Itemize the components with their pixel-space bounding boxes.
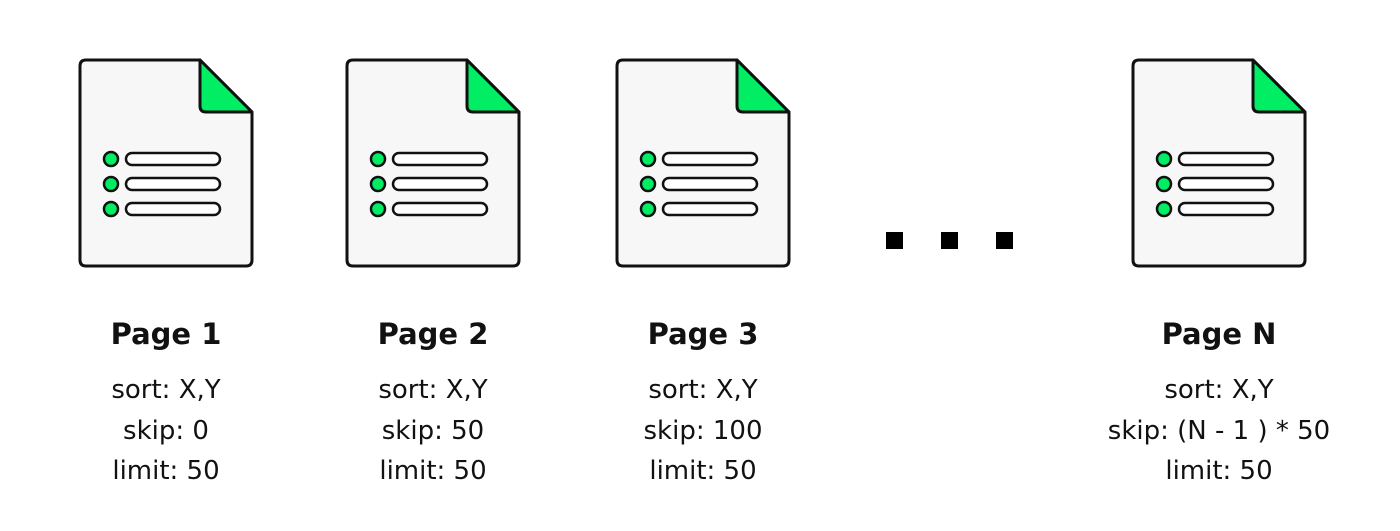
skip-label: skip: 100 (643, 416, 763, 446)
skip-label: skip: 50 (381, 416, 485, 446)
page-title: Page 2 (377, 317, 489, 351)
limit-label: limit: 50 (112, 456, 220, 486)
page-title: Page 1 (110, 317, 222, 351)
document-icon (345, 58, 521, 268)
skip-label: skip: (N - 1 ) * 50 (1107, 416, 1331, 446)
ellipsis-dot (996, 232, 1013, 249)
page-card-n: Page N sort: X,Y skip: (N - 1 ) * 50 lim… (1069, 0, 1369, 531)
page-title: Page N (1161, 317, 1277, 351)
ellipsis-dot (886, 232, 903, 249)
sort-label: sort: X,Y (1164, 375, 1274, 405)
document-icon (615, 58, 791, 268)
page-title: Page 3 (647, 317, 759, 351)
ellipsis-dot (941, 232, 958, 249)
document-icon (78, 58, 254, 268)
ellipsis-icon (880, 232, 1020, 252)
page-card-3: Page 3 sort: X,Y skip: 100 limit: 50 (553, 0, 853, 531)
limit-label: limit: 50 (1165, 456, 1273, 486)
skip-label: skip: 0 (123, 416, 209, 446)
sort-label: sort: X,Y (111, 375, 221, 405)
limit-label: limit: 50 (649, 456, 757, 486)
page-card-2: Page 2 sort: X,Y skip: 50 limit: 50 (283, 0, 583, 531)
page-card-1: Page 1 sort: X,Y skip: 0 limit: 50 (16, 0, 316, 531)
document-icon (1131, 58, 1307, 268)
sort-label: sort: X,Y (378, 375, 488, 405)
sort-label: sort: X,Y (648, 375, 758, 405)
limit-label: limit: 50 (379, 456, 487, 486)
